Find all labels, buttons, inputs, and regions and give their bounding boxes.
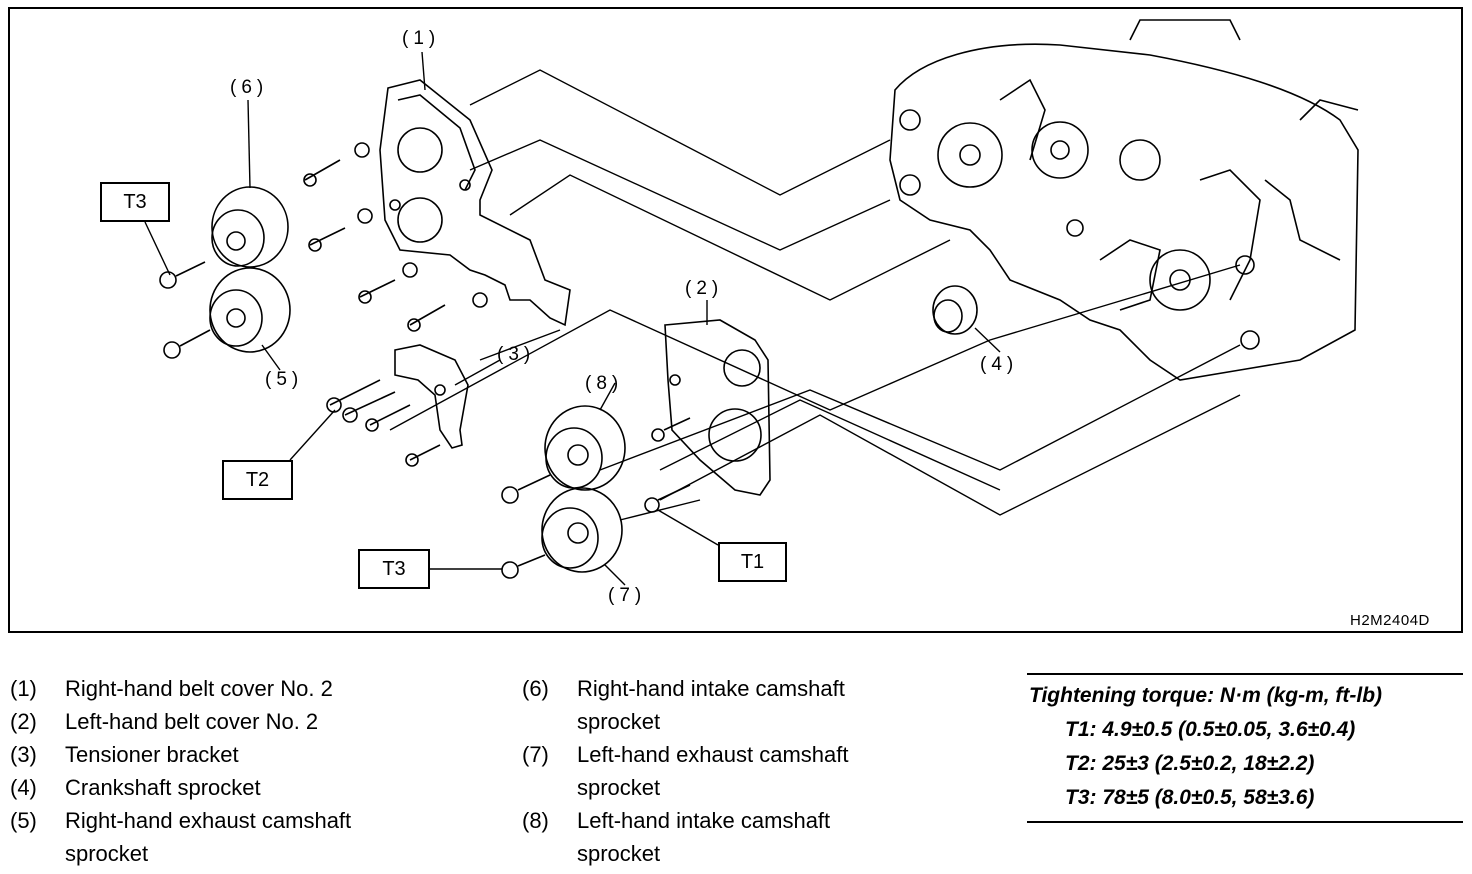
image-code: H2M2404D	[1350, 612, 1430, 629]
leader-lines	[144, 51, 1001, 586]
right-hand-belt-cover-no2	[379, 79, 571, 327]
callout-5: (5)	[265, 369, 304, 390]
legend-text: Right-hand belt cover No. 2	[65, 676, 333, 701]
legend-num: (7)	[522, 742, 549, 767]
callout-7: (7)	[608, 585, 647, 606]
callout-2: (2)	[685, 278, 724, 299]
legend-text: sprocket	[577, 709, 661, 734]
legend-item: (8) Left-hand intake camshaft	[522, 804, 849, 837]
callout-6: (6)	[230, 77, 269, 98]
legend-num: (4)	[10, 775, 37, 800]
torque-tag-t3-upper: T3	[100, 182, 170, 222]
torque-tag-t3-lower: T3	[358, 549, 430, 589]
torque-t2: T2: 25±3 (2.5±0.2, 18±2.2)	[1065, 752, 1315, 775]
legend-left: (1) Right-hand belt cover No. 2 (2) Left-h…	[10, 672, 351, 870]
legend-num: (1)	[10, 676, 37, 701]
legend-item: (3) Tensioner bracket	[10, 738, 351, 771]
engine-block	[889, 19, 1359, 381]
legend-text: sprocket	[65, 841, 149, 866]
legend-num: (8)	[522, 808, 549, 833]
legend-text: Left-hand exhaust camshaft	[577, 742, 849, 767]
legend-item-continued: sprocket	[522, 771, 849, 804]
legend-item: (6) Right-hand intake camshaft	[522, 672, 849, 705]
tightening-torque-table: Tightening torque: N·m (kg-m, ft-lb) T1:…	[1027, 673, 1463, 823]
torque-t3: T3: 78±5 (8.0±0.5, 58±3.6)	[1065, 786, 1315, 809]
left-hand-belt-cover-no2	[664, 319, 771, 496]
sprocket-8	[544, 405, 626, 491]
legend-text: sprocket	[577, 841, 661, 866]
legend-text: Crankshaft sprocket	[65, 775, 261, 800]
callout-3: (3)	[497, 344, 536, 365]
legend-item: (5) Right-hand exhaust camshaft	[10, 804, 351, 837]
torque-tag-t1: T1	[718, 542, 787, 582]
torque-tag-t2: T2	[222, 460, 293, 500]
legend-num: (2)	[10, 709, 37, 734]
diagram-frame	[8, 7, 1463, 633]
legend-item: (2) Left-hand belt cover No. 2	[10, 705, 351, 738]
legend-text: Right-hand intake camshaft	[577, 676, 845, 701]
legend-num: (3)	[10, 742, 37, 767]
alignment-lines	[389, 69, 1241, 521]
legend-item-continued: sprocket	[10, 837, 351, 870]
legend-item: (7) Left-hand exhaust camshaft	[522, 738, 849, 771]
torque-header: Tightening torque: N·m (kg-m, ft-lb)	[1029, 684, 1383, 707]
callout-1: (1)	[402, 28, 441, 49]
legend-text: Right-hand exhaust camshaft	[65, 808, 352, 833]
sprocket-5	[209, 267, 291, 353]
legend-text: Left-hand intake camshaft	[577, 808, 831, 833]
legend-item-continued: sprocket	[522, 837, 849, 870]
callout-8: (8)	[585, 373, 624, 394]
legend-text: sprocket	[577, 775, 661, 800]
legend-item: (1) Right-hand belt cover No. 2	[10, 672, 351, 705]
sprocket-6	[211, 186, 289, 268]
legend-num: (6)	[522, 676, 549, 701]
legend-num: (5)	[10, 808, 37, 833]
legend-text: Tensioner bracket	[65, 742, 239, 767]
tensioner-bracket	[394, 344, 469, 449]
legend-right: (6) Right-hand intake camshaft sprocket (…	[522, 672, 849, 870]
callout-4: (4)	[980, 354, 1019, 375]
torque-t1: T1: 4.9±0.5 (0.5±0.05, 3.6±0.4)	[1065, 718, 1356, 741]
fasteners	[159, 142, 691, 579]
legend-item-continued: sprocket	[522, 705, 849, 738]
crankshaft-sprocket	[932, 285, 978, 335]
legend-text: Left-hand belt cover No. 2	[65, 709, 319, 734]
legend-item: (4) Crankshaft sprocket	[10, 771, 351, 804]
sprocket-7	[541, 487, 623, 573]
